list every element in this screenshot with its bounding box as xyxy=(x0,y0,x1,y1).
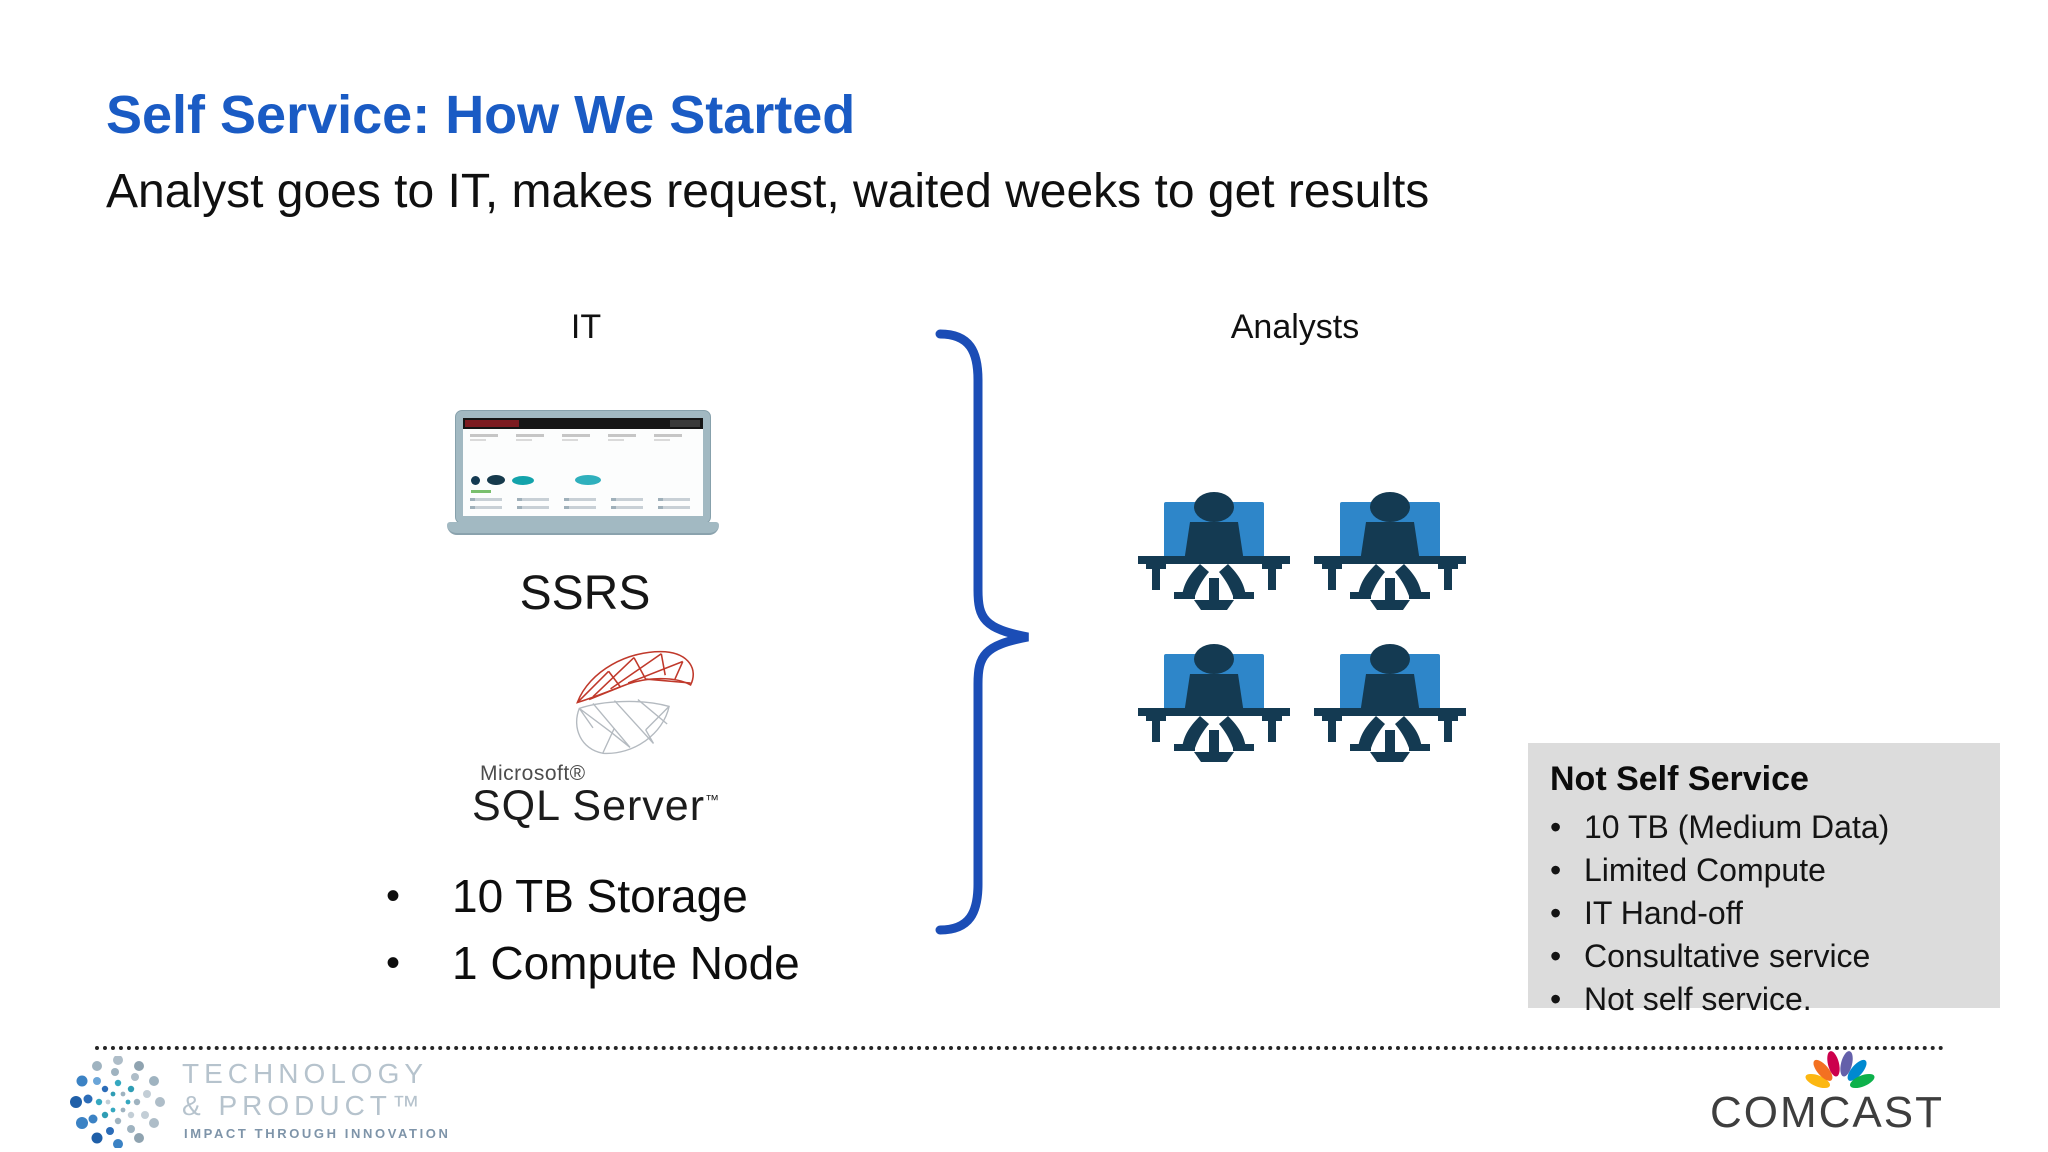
brand-line-1: TECHNOLOGY xyxy=(182,1058,429,1089)
ssrs-label: SSRS xyxy=(519,567,651,620)
analysts-section-label: Analysts xyxy=(1230,308,1360,346)
bullet-text: 1 Compute Node xyxy=(452,937,800,989)
not-self-service-box: Not Self Service • 10 TB (Medium Data) • L… xyxy=(1528,743,2000,1017)
comcast-wordmark: COMCAST xyxy=(1710,1088,1944,1137)
dashboard-gauge xyxy=(515,446,556,468)
microsoft-text: Microsoft® xyxy=(480,762,586,785)
dashboard-gauge xyxy=(468,446,509,468)
bullet-marker: • xyxy=(1550,981,1562,1017)
brand-line-2: & PRODUCT™ xyxy=(182,1090,425,1121)
analyst-at-desk-icon xyxy=(1138,492,1290,610)
dashboard-column-sublabels xyxy=(470,439,696,441)
teal-chart-icon xyxy=(511,475,535,485)
laptop-screen xyxy=(455,410,711,524)
slide-subtitle: Analyst goes to IT, makes request, waite… xyxy=(106,165,1430,218)
analyst-at-desk-icon xyxy=(1314,492,1466,610)
analysts-grid xyxy=(1138,492,1468,780)
comcast-peacock-icon xyxy=(1805,1051,1875,1089)
speedometer-icon xyxy=(487,475,505,485)
bullet-text: 10 TB Storage xyxy=(452,870,748,922)
sql-server-text: SQL Server™ xyxy=(472,782,720,831)
technology-product-wordmark: TECHNOLOGY & PRODUCT™ xyxy=(182,1058,428,1122)
dashboard-column-labels xyxy=(470,434,696,437)
teal-oval-icon xyxy=(575,475,601,485)
bullet-text: Not self service. xyxy=(1584,981,1812,1017)
dashboard-icon-row xyxy=(471,474,601,486)
list-item: • 10 TB (Medium Data) xyxy=(1550,806,1994,849)
it-section-label: IT xyxy=(570,308,602,346)
bullet-marker: • xyxy=(386,941,401,985)
list-item: • IT Hand-off xyxy=(1550,892,1994,935)
analyst-at-desk-icon xyxy=(1314,644,1466,762)
bullet-text: Consultative service xyxy=(1584,938,1871,974)
dashboard-table-row xyxy=(470,506,696,509)
list-item: • Limited Compute xyxy=(1550,849,1994,892)
comcast-logo: COMCAST xyxy=(1700,1048,2000,1144)
bullet-text: 10 TB (Medium Data) xyxy=(1584,809,1890,845)
dashboard-header-bar xyxy=(463,418,703,429)
bullet-text: Limited Compute xyxy=(1584,852,1826,888)
footer-dotted-divider xyxy=(95,1046,1945,1050)
dashboard-header-gray-block xyxy=(670,420,700,427)
list-item: • Consultative service xyxy=(1550,935,1994,978)
list-item: • Not self service. xyxy=(1550,978,1994,1021)
sql-server-product-name: SQL Server xyxy=(472,782,706,830)
laptop-base xyxy=(447,522,719,535)
curly-brace-icon xyxy=(935,329,1029,935)
bullet-marker: • xyxy=(1550,938,1562,974)
dot-swirl-logo-icon xyxy=(70,1056,165,1148)
trademark-symbol: ™ xyxy=(705,791,721,808)
sql-server-swoosh-icon xyxy=(575,650,694,754)
bullet-marker: • xyxy=(1550,809,1562,845)
bullet-marker: • xyxy=(1550,895,1562,931)
bullet-marker: • xyxy=(386,874,401,918)
dashboard-header-red-block xyxy=(465,420,519,427)
it-bullet-list: • 10 TB Storage • 1 Compute Node xyxy=(386,868,800,1002)
dashboard-gauge xyxy=(657,446,698,468)
dashboard-gauge-row xyxy=(468,446,698,468)
bullet-text: IT Hand-off xyxy=(1584,895,1743,931)
dashboard-gauge xyxy=(562,446,603,468)
ssrs-dashboard-screenshot xyxy=(463,418,703,516)
dashboard-table-row xyxy=(470,498,696,501)
laptop-ssrs-dashboard-icon xyxy=(447,410,719,540)
dashboard-green-label xyxy=(471,490,491,493)
callout-title: Not Self Service xyxy=(1550,760,1809,798)
list-item: • 10 TB Storage xyxy=(386,868,800,924)
sql-server-logo: Microsoft® SQL Server™ xyxy=(470,642,770,857)
gauge-icon xyxy=(471,475,480,485)
dashboard-gauge xyxy=(610,446,651,468)
technology-product-logo: TECHNOLOGY & PRODUCT™ IMPACT THROUGH INN… xyxy=(66,1054,546,1150)
brand-tagline: IMPACT THROUGH INNOVATION xyxy=(184,1126,451,1141)
analyst-at-desk-icon xyxy=(1138,644,1290,762)
page-title: Self Service: How We Started xyxy=(106,85,856,145)
bullet-marker: • xyxy=(1550,852,1562,888)
list-item: • 1 Compute Node xyxy=(386,935,800,991)
